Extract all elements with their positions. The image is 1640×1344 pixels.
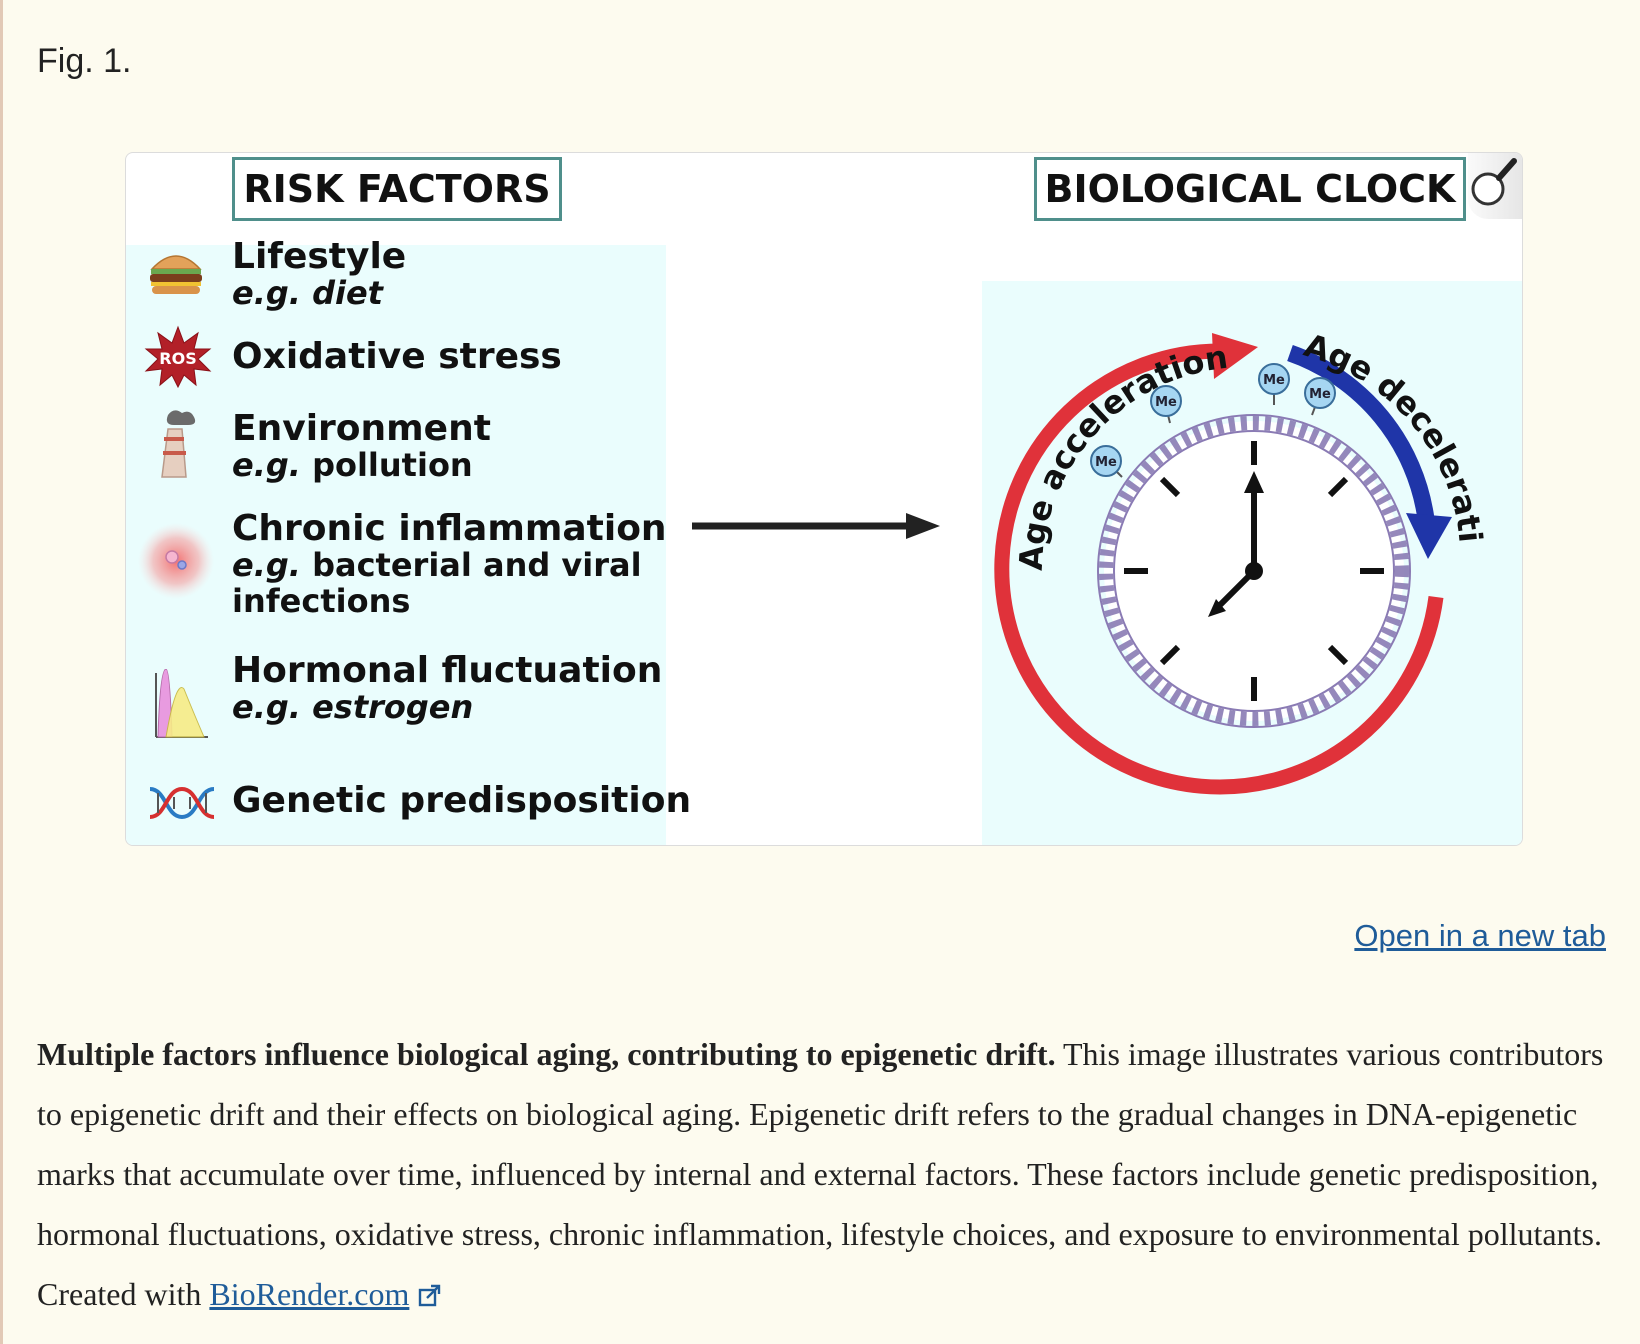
hormone-curve-icon: [155, 669, 208, 738]
figure-caption: Multiple factors influence biological ag…: [37, 1024, 1609, 1324]
factor-oxidative-stress: Oxidative stress: [232, 339, 562, 375]
acceleration-arrowhead: [1212, 333, 1258, 379]
biological-clock-header: BIOLOGICAL CLOCK: [1034, 157, 1466, 221]
factor-lifestyle: Lifestyle e.g. diet: [232, 236, 407, 312]
risk-factors-panel: [126, 245, 666, 845]
zoom-button[interactable]: [1468, 153, 1522, 219]
factor-title: Chronic inflammation: [232, 508, 667, 549]
svg-text:Me: Me: [1263, 373, 1285, 388]
inflammation-icon: [138, 523, 214, 599]
caption-bold: Multiple factors influence biological ag…: [37, 1036, 1056, 1072]
factor-example-prefix: e.g.: [232, 274, 301, 312]
magnifier-icon: [1471, 158, 1517, 206]
factor-example: bacterial and viral: [312, 546, 642, 584]
risk-factors-header: RISK FACTORS: [232, 157, 562, 221]
factor-hormonal-fluctuation: Hormonal fluctuation e.g. estrogen: [232, 650, 663, 726]
burger-icon: [150, 255, 202, 294]
ros-label: ROS: [159, 349, 196, 368]
factor-example: diet: [312, 274, 383, 312]
figure-label: Fig. 1.: [37, 42, 132, 80]
age-acceleration-arc: [994, 343, 1444, 795]
factor-chronic-inflammation: Chronic inflammation e.g. bacterial and …: [232, 508, 667, 620]
factory-chimney-icon: [161, 410, 196, 478]
biological-clock-diagram: Age acceleration Age deceleration Me: [982, 281, 1490, 795]
factor-example-prefix: e.g.: [232, 446, 301, 484]
svg-text:Me: Me: [1155, 395, 1177, 410]
factor-title: Environment: [232, 408, 491, 449]
factor-title: Lifestyle: [232, 236, 407, 277]
ros-burst-icon: ROS: [144, 325, 212, 389]
factor-title: Oxidative stress: [232, 336, 562, 377]
factor-example: pollution: [312, 446, 473, 484]
figure-image[interactable]: RISK FACTORS BIOLOGICAL CLOCK Lifestyle …: [125, 152, 1523, 846]
svg-text:Me: Me: [1095, 455, 1117, 470]
right-arrow-icon: [692, 513, 940, 539]
open-in-new-tab-link[interactable]: Open in a new tab: [1354, 918, 1606, 953]
methyl-marks: Me Me Me Me: [1090, 363, 1336, 478]
svg-text:Me: Me: [1309, 387, 1331, 402]
factor-example-prefix: e.g.: [232, 546, 301, 584]
caption-text: This image illustrates various contribut…: [37, 1036, 1604, 1312]
biorender-link[interactable]: BioRender.com: [209, 1276, 410, 1312]
age-deceleration-arc: [1287, 344, 1435, 521]
dna-ring: [1099, 416, 1409, 726]
external-link-icon[interactable]: [417, 1283, 443, 1309]
factor-example-line2: infections: [232, 582, 411, 620]
factor-example-prefix: e.g.: [232, 688, 301, 726]
factor-title: Genetic predisposition: [232, 780, 692, 821]
factor-title: Hormonal fluctuation: [232, 650, 663, 691]
deceleration-arrowhead: [1406, 513, 1452, 559]
factor-genetic-predisposition: Genetic predisposition: [232, 783, 691, 819]
factor-example: estrogen: [312, 688, 474, 726]
clock-ticks: [1124, 441, 1384, 701]
factor-environment: Environment e.g. pollution: [232, 408, 491, 484]
dna-icon: [149, 786, 215, 820]
